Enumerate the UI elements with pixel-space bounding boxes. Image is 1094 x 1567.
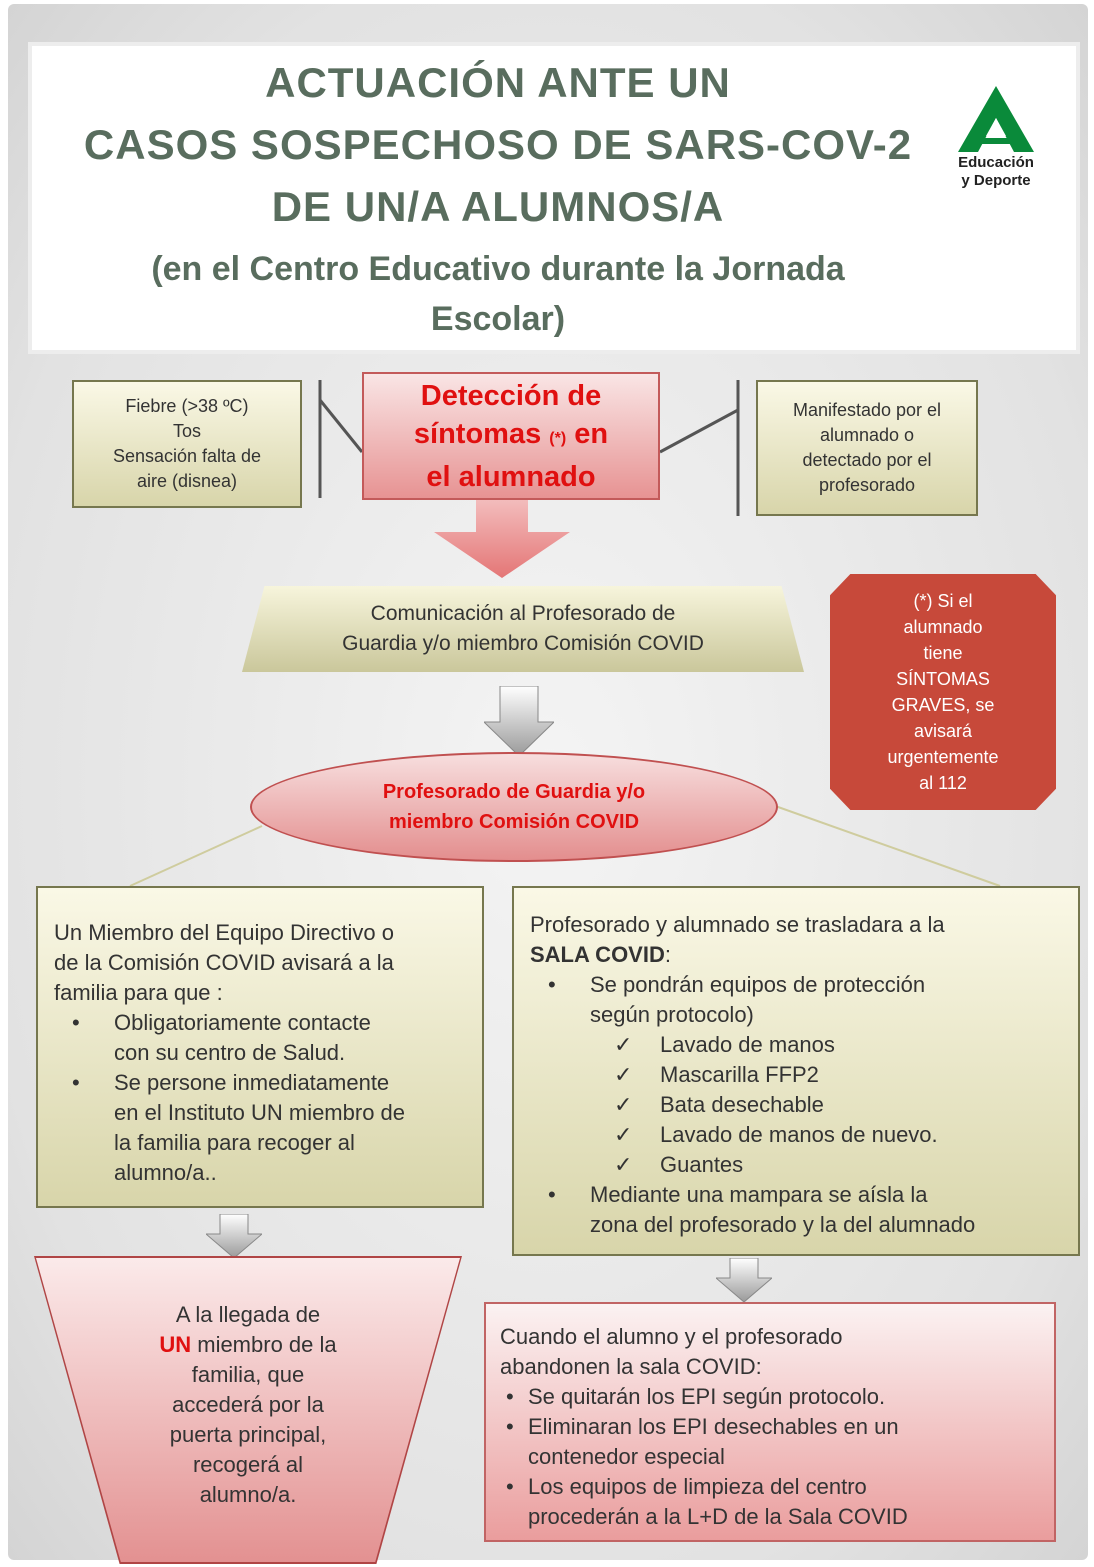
list-item: Se pondrán equipos de protección según p…	[530, 970, 1062, 1030]
panel-intro-line: Un Miembro del Equipo Directivo o	[54, 920, 394, 945]
list-item-line: según protocolo)	[590, 1002, 754, 1027]
arrival-line: familia, que	[191, 1362, 305, 1387]
list-item-line: zona del profesorado y la del alumnado	[590, 1212, 976, 1237]
covid-room-label: SALA COVID:	[530, 940, 1062, 970]
arrival-text: A la llegada de UN miembro de la familia…	[120, 1300, 376, 1510]
list-item: Obligatoriamente contacte con su centro …	[54, 1008, 466, 1068]
arrival-line-1: A la llegada de	[175, 1302, 321, 1327]
list-item-line: Los equipos de limpieza del centro	[528, 1474, 867, 1499]
severe-line: alumnado	[903, 617, 983, 637]
logo: Educación y Deporte	[936, 84, 1056, 224]
severe-line: al 112	[919, 773, 967, 793]
detection-line-3: el alumnado	[426, 460, 596, 493]
panel-intro-line: Profesorado y alumnado se trasladara a l…	[530, 912, 945, 937]
list-item: Se quitarán los EPI según protocolo.	[500, 1382, 1040, 1412]
list-item: Se persone inmediatamente en el Institut…	[54, 1068, 466, 1188]
check-item: Lavado de manos de nuevo.	[530, 1120, 1062, 1150]
title-line-1: ACTUACIÓN ANTE UN	[265, 59, 731, 106]
covid-room-suffix: :	[664, 942, 671, 967]
page-title: ACTUACIÓN ANTE UN CASOS SOSPECHOSO DE SA…	[68, 52, 928, 344]
exit-intro-line: Cuando el alumno y el profesorado	[500, 1324, 843, 1349]
symptom-line: Sensación falta de	[112, 446, 262, 466]
panel-intro-line: de la Comisión COVID avisará a la	[54, 950, 394, 975]
arrow-down-icon	[434, 500, 570, 578]
check-item: Guantes	[530, 1150, 1062, 1180]
communication-line: Comunicación al Profesorado de	[370, 602, 676, 625]
symptom-line: aire (disnea)	[136, 471, 238, 491]
symptom-line: Tos	[172, 421, 201, 441]
list-item-line: Se pondrán equipos de protección	[590, 972, 926, 997]
severe-line: urgentemente	[887, 747, 999, 767]
exit-intro-line: abandonen la sala COVID:	[500, 1354, 762, 1379]
arrival-line: puerta principal,	[169, 1422, 327, 1447]
guard-ellipse: Profesorado de Guardia y/o miembro Comis…	[250, 752, 778, 862]
severe-line: tiene	[923, 643, 963, 663]
title-line-3: DE UN/A ALUMNOS/A	[271, 183, 725, 230]
list-item: Los equipos de limpieza del centro proce…	[500, 1472, 1040, 1532]
logo-text-2: y Deporte	[961, 172, 1031, 189]
list-item-line: la familia para recoger al	[114, 1130, 355, 1155]
arrow-down-icon	[206, 1214, 262, 1258]
symptoms-box: Fiebre (>38 ºC) Tos Sensación falta de a…	[72, 380, 302, 508]
arrival-line-2-rest: miembro de la	[191, 1332, 337, 1357]
arrival-line-2: UN miembro de la	[120, 1330, 376, 1360]
list-item-line: Obligatoriamente contacte	[114, 1010, 371, 1035]
list-item-line: Se persone inmediatamente	[114, 1070, 390, 1095]
list-item-line: con su centro de Salud.	[114, 1040, 346, 1065]
logo-text-1: Educación	[958, 154, 1034, 171]
junta-andalucia-logo-icon	[958, 86, 1034, 152]
communication-box: Comunicación al Profesorado de Guardia y…	[242, 586, 804, 672]
subtitle-line-1: (en el Centro Educativo durante la Jorna…	[151, 250, 845, 288]
severe-line: GRAVES, se	[891, 695, 995, 715]
exit-procedure-box: Cuando el alumno y el profesorado abando…	[484, 1302, 1056, 1542]
communication-shape	[242, 586, 804, 672]
arrival-line: recogerá al	[192, 1452, 304, 1477]
list-item-line: Mediante una mampara se aísla la	[590, 1182, 928, 1207]
check-item: Mascarilla FFP2	[530, 1060, 1062, 1090]
manifest-line: detectado por el	[802, 450, 932, 470]
symptom-line: Fiebre (>38 ºC)	[125, 396, 249, 416]
manifest-line: alumnado o	[819, 425, 915, 445]
guard-line: Profesorado de Guardia y/o	[382, 781, 646, 803]
family-notice-panel: Un Miembro del Equipo Directivo o de la …	[36, 886, 484, 1208]
list-item-line: Eliminaran los EPI desechables en un	[528, 1414, 899, 1439]
asterisk-marker: (*)	[549, 429, 567, 447]
detection-line-1: Detección de	[420, 379, 602, 412]
subtitle-line-2: Escolar)	[430, 300, 566, 338]
panel-intro-line: familia para que :	[54, 980, 223, 1005]
manifest-box: Manifestado por el alumnado o detectado …	[756, 380, 978, 516]
arrival-highlight: UN	[159, 1332, 192, 1357]
detection-box: Detección de síntomas (*) en el alumnado	[362, 372, 660, 500]
header: ACTUACIÓN ANTE UN CASOS SOSPECHOSO DE SA…	[28, 42, 1080, 354]
covid-room-name: SALA COVID	[530, 942, 665, 967]
severe-line: avisará	[913, 721, 973, 741]
list-item: Eliminaran los EPI desechables en un con…	[500, 1412, 1040, 1472]
list-item-line: contenedor especial	[528, 1444, 725, 1469]
list-item-line: alumno/a..	[114, 1160, 217, 1185]
detection-en-text: en	[574, 417, 609, 450]
manifest-line: profesorado	[818, 475, 916, 495]
list-item: Mediante una mampara se aísla la zona de…	[530, 1180, 1062, 1240]
severe-line: (*) Si el	[913, 591, 973, 611]
arrival-line: alumno/a.	[199, 1482, 297, 1507]
manifest-line: Manifestado por el	[792, 400, 942, 420]
arrival-line: accederá por la	[172, 1392, 324, 1417]
check-item: Bata desechable	[530, 1090, 1062, 1120]
communication-line: Guardia y/o miembro Comisión COVID	[342, 632, 704, 655]
severe-symptoms-note: (*) Si el alumnado tiene SÍNTOMAS GRAVES…	[830, 574, 1056, 810]
title-line-2: CASOS SOSPECHOSO DE SARS-COV-2	[83, 121, 913, 168]
check-item: Lavado de manos	[530, 1030, 1062, 1060]
severe-line: SÍNTOMAS	[896, 669, 990, 689]
guard-line: miembro Comisión COVID	[388, 811, 640, 833]
detection-line-2: síntomas (*) en	[364, 415, 658, 458]
list-item-line: en el Instituto UN miembro de	[114, 1100, 406, 1125]
list-item-line: procederán a la L+D de la Sala COVID	[528, 1504, 908, 1529]
arrow-down-icon	[716, 1258, 772, 1302]
list-item-line: Se quitarán los EPI según protocolo.	[528, 1384, 886, 1409]
detection-symptoms-text: síntomas	[413, 417, 542, 450]
covid-room-panel: Profesorado y alumnado se trasladara a l…	[512, 886, 1080, 1256]
arrow-down-icon	[484, 686, 554, 757]
